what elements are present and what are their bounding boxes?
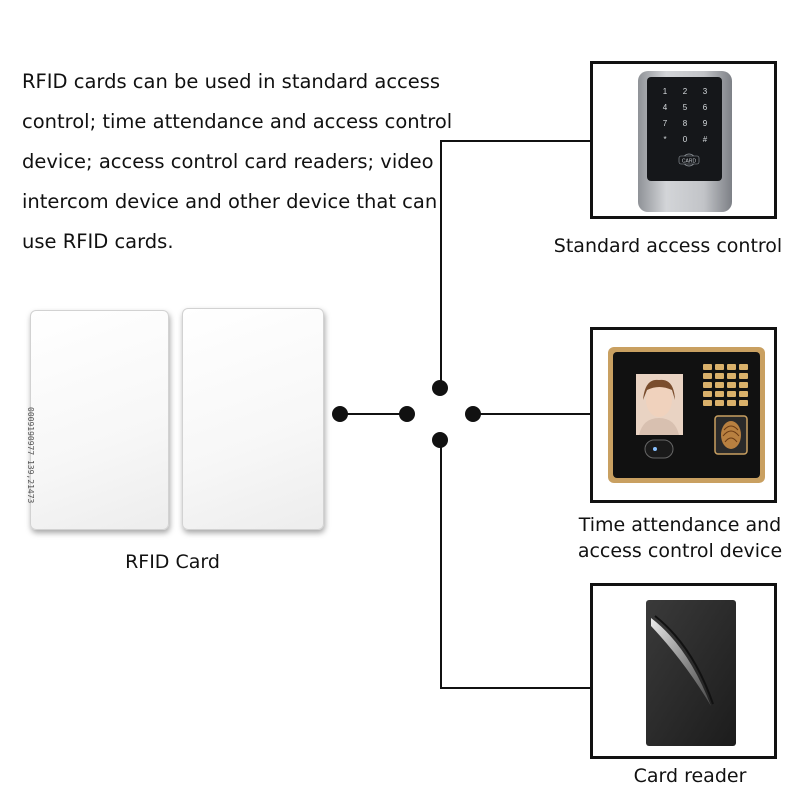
- attendance-keypad-key: [727, 382, 736, 388]
- attendance-keypad-key: [727, 400, 736, 406]
- rfid-card-2: [182, 308, 324, 530]
- attendance-keypad-key: [703, 382, 712, 388]
- attendance-keypad-key: [727, 364, 736, 370]
- junction-dot-bottom: [432, 432, 448, 448]
- attendance-keypad-key: [727, 373, 736, 379]
- keypad-key: 7: [663, 119, 668, 128]
- junction-dot-right: [465, 406, 481, 422]
- card-reader-image: [646, 600, 736, 746]
- attendance-keypad-key: [703, 391, 712, 397]
- rfid-card-1: 0009190977 139,21473: [26, 310, 169, 530]
- attendance-keypad-key: [703, 400, 712, 406]
- access-control-keypad-image: 1 2 3 4 5 6 7 8 9 * 0 # CARD: [638, 71, 732, 212]
- keypad-key: 1: [663, 87, 668, 96]
- rfid-card-label: RFID Card: [125, 551, 220, 573]
- attendance-keypad-key: [715, 382, 724, 388]
- attendance-keypad-key: [715, 364, 724, 370]
- connector-vertical-down: [440, 440, 442, 688]
- connector-vertical-up: [440, 140, 442, 388]
- device-1-label: Standard access control: [553, 235, 783, 257]
- connector-device-3: [440, 687, 591, 689]
- card-badge-text: CARD: [682, 159, 697, 165]
- attendance-keypad-key: [703, 364, 712, 370]
- card-serial-number: 0009190977 139,21473: [26, 407, 35, 504]
- device-3-label: Card reader: [633, 765, 747, 787]
- intro-text: RFID cards can be used in standard acces…: [22, 70, 453, 253]
- attendance-keypad-key: [727, 391, 736, 397]
- time-attendance-device-image: [608, 347, 765, 483]
- connector-card-to-hub: [340, 413, 408, 415]
- keypad-key: #: [703, 135, 708, 144]
- attendance-keypad-key: [739, 391, 748, 397]
- keypad-key: 5: [683, 103, 688, 112]
- keypad-key: 6: [703, 103, 708, 112]
- device-2-label-line-2: access control device: [577, 540, 783, 562]
- attendance-keypad-key: [715, 400, 724, 406]
- keypad-key: 2: [683, 87, 688, 96]
- junction-dot-top: [432, 380, 448, 396]
- attendance-keypad-key: [739, 364, 748, 370]
- attendance-keypad-key: [739, 382, 748, 388]
- junction-dot-card: [332, 406, 348, 422]
- keypad-key: 3: [703, 87, 708, 96]
- keypad-key: 9: [703, 119, 708, 128]
- attendance-keypad-key: [703, 373, 712, 379]
- attendance-keypad-key: [739, 373, 748, 379]
- junction-dot-left: [399, 406, 415, 422]
- attendance-keypad-key: [715, 373, 724, 379]
- keypad-key: 4: [663, 103, 668, 112]
- attendance-keypad-key: [739, 400, 748, 406]
- attendance-keypad-key: [715, 391, 724, 397]
- device-2-label-line-1: Time attendance and: [578, 514, 782, 536]
- keypad-key: 0: [683, 135, 688, 144]
- connector-device-1: [440, 140, 591, 142]
- keypad-key: 8: [683, 119, 688, 128]
- device-2-label: Time attendance and access control devic…: [560, 512, 800, 564]
- connector-hub-to-device-2: [473, 413, 591, 415]
- device-box-standard-access: 1 2 3 4 5 6 7 8 9 * 0 # CARD: [590, 61, 777, 219]
- keypad-key: *: [663, 135, 666, 144]
- device-box-time-attendance: [590, 327, 777, 503]
- device-box-card-reader: [590, 583, 777, 759]
